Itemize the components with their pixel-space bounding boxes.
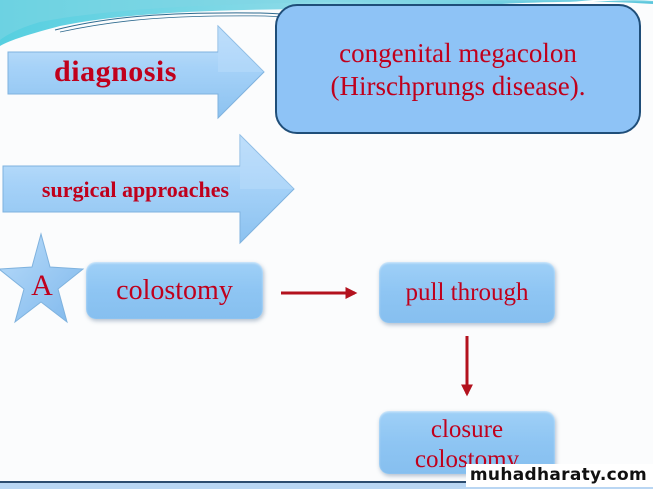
diagnosis-label: diagnosis xyxy=(54,55,177,88)
pull-through-step-label: pull through xyxy=(405,278,529,306)
watermark-text: muhadharaty.com xyxy=(465,464,653,487)
colostomy-step-box: colostomy xyxy=(86,262,263,319)
diagnosis-line-2: (Hirschprungs disease). xyxy=(330,71,586,101)
diagnosis-block-arrow xyxy=(7,24,265,120)
closure-line-1: closure xyxy=(430,415,504,443)
star-label: A xyxy=(31,269,53,302)
star-shape xyxy=(0,232,85,324)
diagnosis-line-1: congenital megacolon xyxy=(339,38,577,68)
diagnosis-result-box: congenital megacolon (Hirschprungs disea… xyxy=(275,4,641,134)
pull-through-step-box: pull through xyxy=(379,262,555,323)
closure-colostomy-step-box: closure colostomy xyxy=(379,411,555,474)
surgical-approaches-block-arrow xyxy=(2,133,295,245)
surgical-approaches-label: surgical approaches xyxy=(41,177,230,202)
footer-bar xyxy=(0,481,653,489)
colostomy-step-label: colostomy xyxy=(116,274,233,306)
